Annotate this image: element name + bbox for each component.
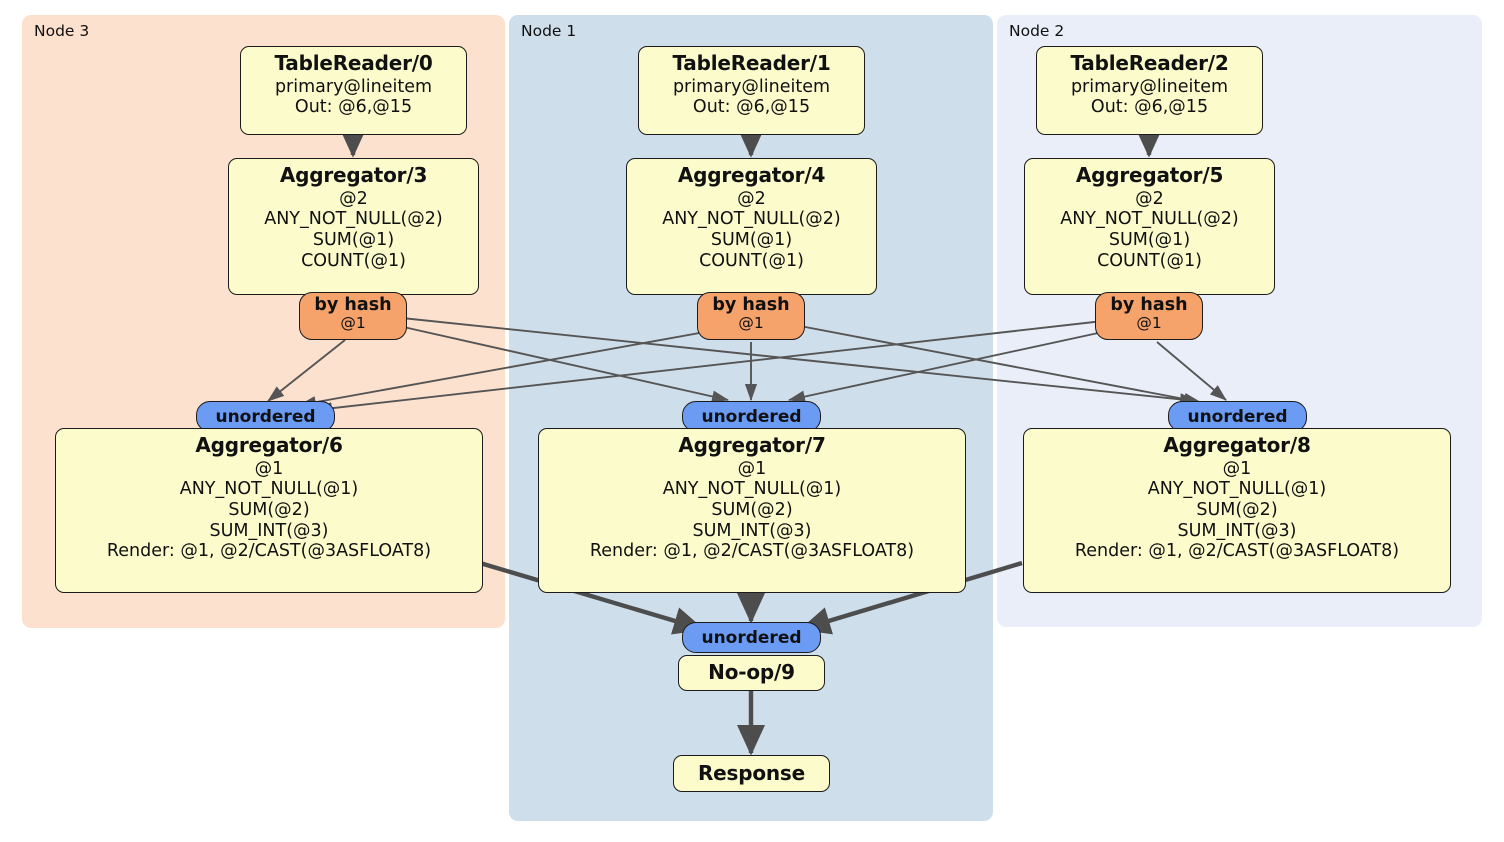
processor-title: No-op/9 bbox=[708, 660, 795, 685]
synchronizer-unordered-final[interactable]: unordered bbox=[682, 622, 821, 653]
aggregator-group-cols: @2 bbox=[737, 188, 766, 209]
processor-aggregator-7[interactable]: Aggregator/7 @1 ANY_NOT_NULL(@1) SUM(@2)… bbox=[538, 428, 966, 593]
processor-detail-table: primary@lineitem bbox=[1070, 76, 1229, 97]
processor-aggregator-5[interactable]: Aggregator/5 @2 ANY_NOT_NULL(@2) SUM(@1)… bbox=[1024, 158, 1275, 295]
aggregator-func-1: ANY_NOT_NULL(@1) bbox=[179, 479, 359, 500]
synchronizer-unordered-1[interactable]: unordered bbox=[682, 401, 821, 432]
aggregator-func-1: ANY_NOT_NULL(@2) bbox=[264, 209, 443, 230]
node-label-node2: Node 2 bbox=[1009, 22, 1065, 40]
processor-aggregator-8[interactable]: Aggregator/8 @1 ANY_NOT_NULL(@1) SUM(@2)… bbox=[1023, 428, 1451, 593]
processor-title: Aggregator/3 bbox=[279, 163, 428, 187]
processor-detail-table: primary@lineitem bbox=[672, 76, 831, 97]
processor-detail-out: Out: @6,@15 bbox=[294, 97, 413, 118]
aggregator-func-2: SUM(@2) bbox=[228, 499, 310, 520]
aggregator-render: Render: @1, @2/CAST(@3ASFLOAT8) bbox=[106, 541, 432, 562]
processor-title: Aggregator/4 bbox=[677, 163, 826, 187]
node-label-node1: Node 1 bbox=[521, 22, 577, 40]
aggregator-func-1: ANY_NOT_NULL(@2) bbox=[1060, 209, 1239, 230]
aggregator-func-3: COUNT(@1) bbox=[1097, 250, 1202, 271]
router-column: @1 bbox=[1136, 314, 1162, 333]
processor-title: Response bbox=[697, 760, 806, 785]
processor-aggregator-3[interactable]: Aggregator/3 @2 ANY_NOT_NULL(@2) SUM(@1)… bbox=[228, 158, 479, 295]
processor-detail-out: Out: @6,@15 bbox=[692, 97, 811, 118]
aggregator-group-cols: @2 bbox=[1135, 188, 1164, 209]
synchronizer-label: unordered bbox=[701, 627, 802, 648]
aggregator-group-cols: @1 bbox=[737, 458, 767, 479]
processor-table-reader-2[interactable]: TableReader/2 primary@lineitem Out: @6,@… bbox=[1036, 46, 1263, 135]
aggregator-func-2: SUM(@2) bbox=[711, 499, 793, 520]
aggregator-render: Render: @1, @2/CAST(@3ASFLOAT8) bbox=[1074, 541, 1400, 562]
processor-aggregator-4[interactable]: Aggregator/4 @2 ANY_NOT_NULL(@2) SUM(@1)… bbox=[626, 158, 877, 295]
processor-table-reader-0[interactable]: TableReader/0 primary@lineitem Out: @6,@… bbox=[240, 46, 467, 135]
node-label-node3: Node 3 bbox=[34, 22, 90, 40]
router-column: @1 bbox=[340, 314, 366, 333]
router-by-hash-1[interactable]: by hash @1 bbox=[697, 292, 805, 340]
aggregator-func-1: ANY_NOT_NULL(@1) bbox=[662, 479, 842, 500]
processor-title: TableReader/2 bbox=[1070, 51, 1229, 75]
router-type: by hash bbox=[1110, 295, 1188, 315]
aggregator-func-3: COUNT(@1) bbox=[699, 250, 804, 271]
aggregator-group-cols: @2 bbox=[339, 188, 368, 209]
aggregator-func-2: SUM(@1) bbox=[1108, 229, 1191, 250]
synchronizer-label: unordered bbox=[215, 406, 316, 427]
aggregator-func-3: SUM_INT(@3) bbox=[209, 520, 329, 541]
aggregator-group-cols: @1 bbox=[1222, 458, 1252, 479]
aggregator-func-3: COUNT(@1) bbox=[301, 250, 406, 271]
aggregator-func-3: SUM_INT(@3) bbox=[1177, 520, 1297, 541]
aggregator-func-1: ANY_NOT_NULL(@1) bbox=[1147, 479, 1327, 500]
synchronizer-label: unordered bbox=[701, 406, 802, 427]
router-type: by hash bbox=[712, 295, 790, 315]
aggregator-func-2: SUM(@1) bbox=[312, 229, 395, 250]
processor-detail-out: Out: @6,@15 bbox=[1090, 97, 1209, 118]
aggregator-func-3: SUM_INT(@3) bbox=[692, 520, 812, 541]
synchronizer-unordered-0[interactable]: unordered bbox=[196, 401, 335, 432]
processor-response[interactable]: Response bbox=[673, 755, 830, 792]
aggregator-func-1: ANY_NOT_NULL(@2) bbox=[662, 209, 841, 230]
processor-aggregator-6[interactable]: Aggregator/6 @1 ANY_NOT_NULL(@1) SUM(@2)… bbox=[55, 428, 483, 593]
aggregator-group-cols: @1 bbox=[254, 458, 284, 479]
processor-title: TableReader/1 bbox=[672, 51, 831, 75]
router-type: by hash bbox=[314, 295, 392, 315]
processor-table-reader-1[interactable]: TableReader/1 primary@lineitem Out: @6,@… bbox=[638, 46, 865, 135]
aggregator-render: Render: @1, @2/CAST(@3ASFLOAT8) bbox=[589, 541, 915, 562]
router-by-hash-0[interactable]: by hash @1 bbox=[299, 292, 407, 340]
processor-title: Aggregator/6 bbox=[195, 433, 343, 457]
processor-detail-table: primary@lineitem bbox=[274, 76, 433, 97]
aggregator-func-2: SUM(@1) bbox=[710, 229, 793, 250]
processor-title: Aggregator/8 bbox=[1163, 433, 1311, 457]
processor-title: Aggregator/5 bbox=[1075, 163, 1224, 187]
synchronizer-label: unordered bbox=[1187, 406, 1288, 427]
aggregator-func-2: SUM(@2) bbox=[1196, 499, 1278, 520]
router-by-hash-2[interactable]: by hash @1 bbox=[1095, 292, 1203, 340]
processor-no-op-9[interactable]: No-op/9 bbox=[678, 655, 825, 691]
router-column: @1 bbox=[738, 314, 764, 333]
processor-title: TableReader/0 bbox=[274, 51, 433, 75]
processor-title: Aggregator/7 bbox=[678, 433, 826, 457]
